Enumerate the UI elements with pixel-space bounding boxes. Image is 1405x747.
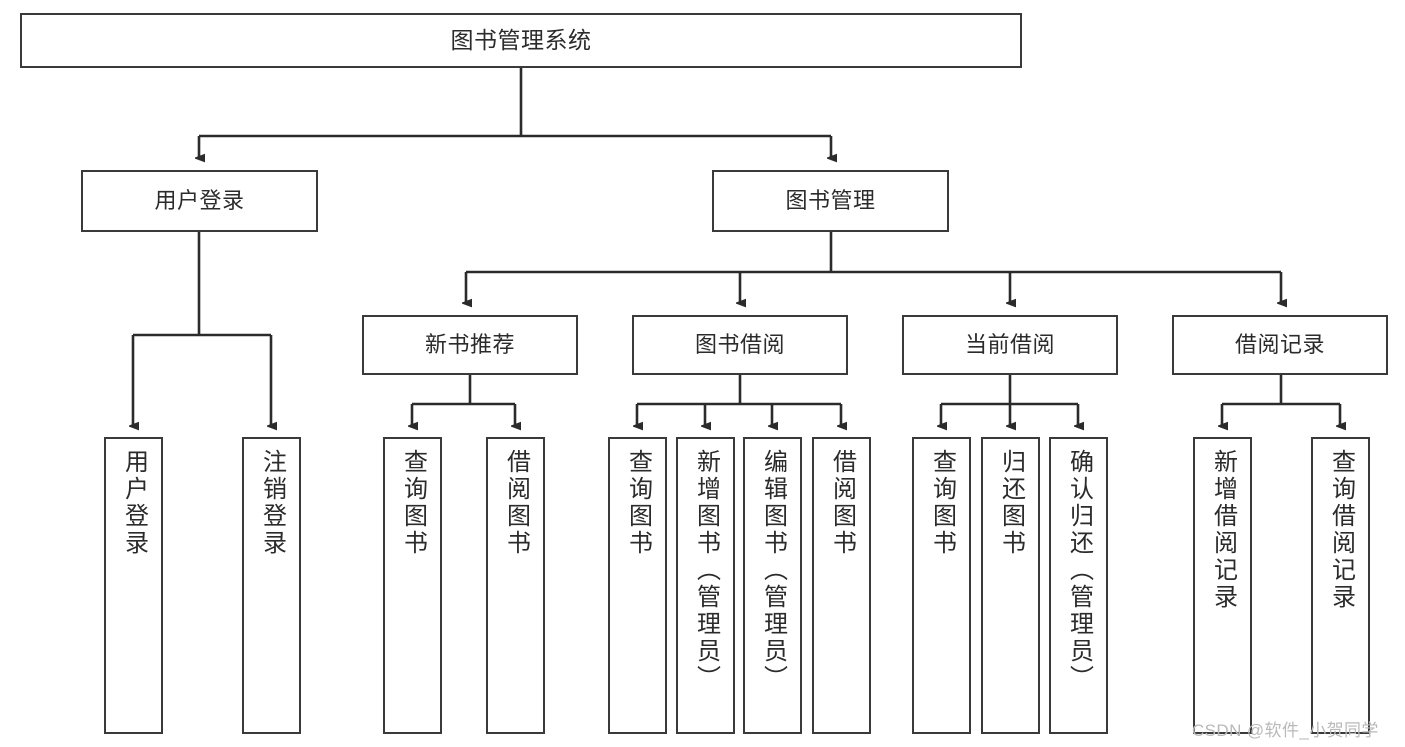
node-user-login-label: 用户登录 [154, 187, 245, 213]
node-leaf-query-book-1[interactable]: 查询图书 [383, 437, 442, 734]
node-leaf-return-book[interactable]: 归还图书 [981, 437, 1040, 734]
node-leaf-query-book-3-label: 查询图书 [928, 449, 956, 557]
node-user-login[interactable]: 用户登录 [81, 170, 318, 232]
node-leaf-borrow-book-2[interactable]: 借阅图书 [812, 437, 871, 734]
node-leaf-add-book[interactable]: 新增图书（管理员） [676, 437, 735, 734]
node-leaf-borrow-book-1[interactable]: 借阅图书 [486, 437, 545, 734]
watermark: CSDN @软件_小贺同学 [1192, 721, 1379, 740]
node-leaf-add-record-label: 新增借阅记录 [1209, 449, 1237, 611]
node-root-label: 图书管理系统 [450, 26, 592, 53]
node-leaf-edit-book[interactable]: 编辑图书（管理员） [743, 437, 802, 734]
node-leaf-query-record-label: 查询借阅记录 [1327, 449, 1355, 611]
node-leaf-add-book-label: 新增图书（管理员） [692, 449, 720, 692]
node-leaf-query-book-2-label: 查询图书 [624, 449, 652, 557]
node-leaf-query-record[interactable]: 查询借阅记录 [1311, 437, 1370, 734]
node-leaf-query-book-2[interactable]: 查询图书 [608, 437, 667, 734]
node-leaf-confirm-return-label: 确认归还（管理员） [1065, 449, 1093, 692]
node-leaf-edit-book-label: 编辑图书（管理员） [759, 449, 787, 692]
node-root[interactable]: 图书管理系统 [20, 13, 1022, 68]
node-current-borrow[interactable]: 当前借阅 [902, 315, 1118, 375]
node-leaf-logout-login-label: 注销登录 [258, 449, 286, 557]
node-leaf-return-book-label: 归还图书 [997, 449, 1025, 557]
node-new-book-rec[interactable]: 新书推荐 [362, 315, 578, 375]
node-book-borrow[interactable]: 图书借阅 [632, 315, 848, 375]
node-new-book-rec-label: 新书推荐 [424, 331, 515, 357]
node-book-manage[interactable]: 图书管理 [712, 170, 949, 232]
node-leaf-confirm-return[interactable]: 确认归还（管理员） [1049, 437, 1108, 734]
node-leaf-borrow-book-1-label: 借阅图书 [502, 449, 530, 557]
node-borrow-record[interactable]: 借阅记录 [1172, 315, 1388, 375]
node-leaf-user-login-label: 用户登录 [120, 449, 148, 557]
node-book-borrow-label: 图书借阅 [694, 331, 785, 357]
node-current-borrow-label: 当前借阅 [964, 331, 1055, 357]
node-borrow-record-label: 借阅记录 [1234, 331, 1325, 357]
node-book-manage-label: 图书管理 [785, 187, 876, 213]
node-leaf-logout-login[interactable]: 注销登录 [242, 437, 301, 734]
node-leaf-borrow-book-2-label: 借阅图书 [828, 449, 856, 557]
node-leaf-query-book-1-label: 查询图书 [399, 449, 427, 557]
node-leaf-user-login[interactable]: 用户登录 [104, 437, 163, 734]
node-leaf-query-book-3[interactable]: 查询图书 [912, 437, 971, 734]
node-leaf-add-record[interactable]: 新增借阅记录 [1193, 437, 1252, 734]
